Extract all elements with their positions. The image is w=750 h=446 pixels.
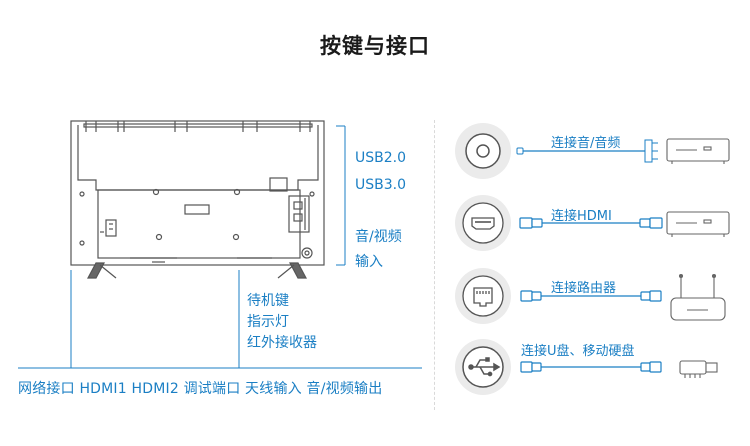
av-input-label-2: 输入 [355, 254, 383, 270]
av-input-label-1: 音/视频 [355, 229, 402, 245]
ir-receiver-label: 红外接收器 [247, 335, 317, 351]
set-top-box-icon [666, 138, 730, 164]
connection-label: 连接音/音频 [551, 136, 621, 151]
callout-lines [18, 125, 422, 369]
usb-drive-icon [679, 360, 718, 378]
section-divider [434, 120, 435, 410]
indicator-light-label: 指示灯 [247, 314, 289, 330]
av-cable [516, 139, 658, 163]
connection-label: 连接路由器 [551, 281, 617, 296]
usb3-label: USB3.0 [355, 177, 407, 193]
connection-label: 连接U盘、移动硬盘 [521, 344, 635, 359]
tv-back-panel [70, 120, 325, 279]
ethernet-cable [520, 290, 662, 302]
usb-port-icon [462, 346, 504, 388]
av-port-icon [465, 133, 501, 169]
usb-cable [520, 361, 662, 373]
usb2-label: USB2.0 [355, 150, 407, 166]
hdmi-cable [519, 217, 663, 229]
set-top-box-icon [666, 211, 730, 237]
hdmi-port-icon [462, 202, 504, 244]
ethernet-port-icon [462, 275, 504, 317]
bottom-ports-label: 网络接口 HDMI1 HDMI2 调试端口 天线输入 音/视频输出 [18, 381, 383, 397]
router-icon [670, 273, 726, 321]
standby-key-label: 待机键 [247, 293, 289, 309]
connection-label: 连接HDMI [551, 209, 612, 224]
page-title: 按键与接口 [320, 34, 430, 58]
